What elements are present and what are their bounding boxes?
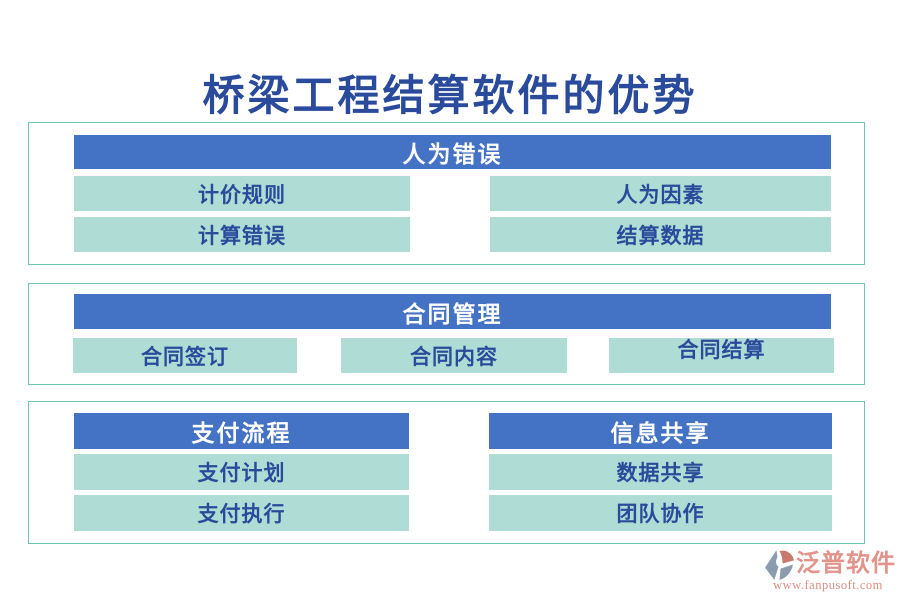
section-payment-process-header: 支付流程 [74,413,409,449]
item-payment-execution: 支付执行 [74,495,409,531]
section-human-error: 人为错误 计价规则 人为因素 计算错误 结算数据 [28,122,865,265]
item-calculation-errors: 计算错误 [74,217,410,252]
section-human-error-header: 人为错误 [74,135,831,169]
section-contract-management-header: 合同管理 [74,294,831,329]
logo-url: www.fanpusoft.com [773,578,883,592]
item-team-collaboration: 团队协作 [489,495,832,531]
section-contract-management: 合同管理 合同签订 合同内容 合同结算 [28,283,865,385]
item-contract-signing: 合同签订 [73,338,297,373]
item-contract-content: 合同内容 [341,338,567,373]
page-title: 桥梁工程结算软件的优势 [202,74,698,120]
item-settlement-data: 结算数据 [490,217,831,252]
item-data-sharing: 数据共享 [489,454,832,490]
section-payment-and-sharing: 支付流程 信息共享 支付计划 支付执行 数据共享 团队协作 [28,401,865,544]
item-contract-settlement: 合同结算 [609,338,834,373]
logo-text: 泛普软件 [796,551,896,577]
item-pricing-rules: 计价规则 [74,176,410,211]
section-info-sharing-header: 信息共享 [489,413,832,449]
fanpusoft-logo: 泛普软件 www.fanpusoft.com [763,548,896,593]
fanpusoft-logo-icon [765,550,794,580]
item-payment-plan: 支付计划 [74,454,409,490]
item-human-factors: 人为因素 [490,176,831,211]
